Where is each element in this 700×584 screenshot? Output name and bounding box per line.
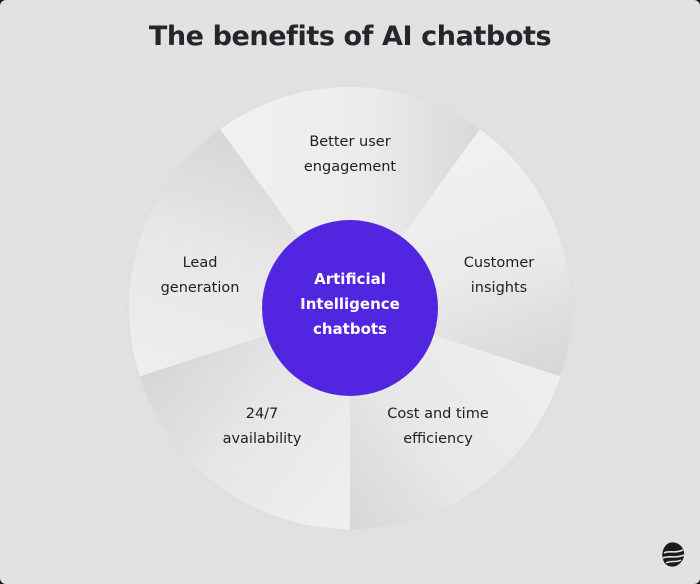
page-title: The benefits of AI chatbots [148,21,552,52]
center-label-line3: chatbots [312,320,387,338]
brand-logo-icon [662,542,685,567]
label-line2: availability [222,431,302,447]
label-line2: engagement [303,159,397,175]
label-line1: Better user [309,134,391,150]
center-hub-label: Artificial Intelligence chatbots [270,267,430,342]
label-line2: efficiency [403,431,473,447]
center-hub [262,220,438,396]
label-customer-insights: Customer insights [419,251,579,301]
label-line1: Customer [463,255,535,271]
label-line2: insights [470,280,528,296]
label-cost-and-time-efficiency: Cost and time efficiency [358,402,518,452]
label-line1: Lead [182,255,218,271]
center-label-line1: Artificial [314,270,386,288]
label-line1: Cost and time [387,406,489,422]
label-better-user-engagement: Better user engagement [270,130,430,180]
label-line1: 24/7 [245,406,279,422]
segment-better-user-engagement [220,86,480,309]
label-lead-generation: Lead generation [120,251,280,301]
label-line2: generation [160,280,240,296]
center-label-line2: Intelligence [300,295,400,313]
label-availability-24-7: 24/7 availability [182,402,342,452]
